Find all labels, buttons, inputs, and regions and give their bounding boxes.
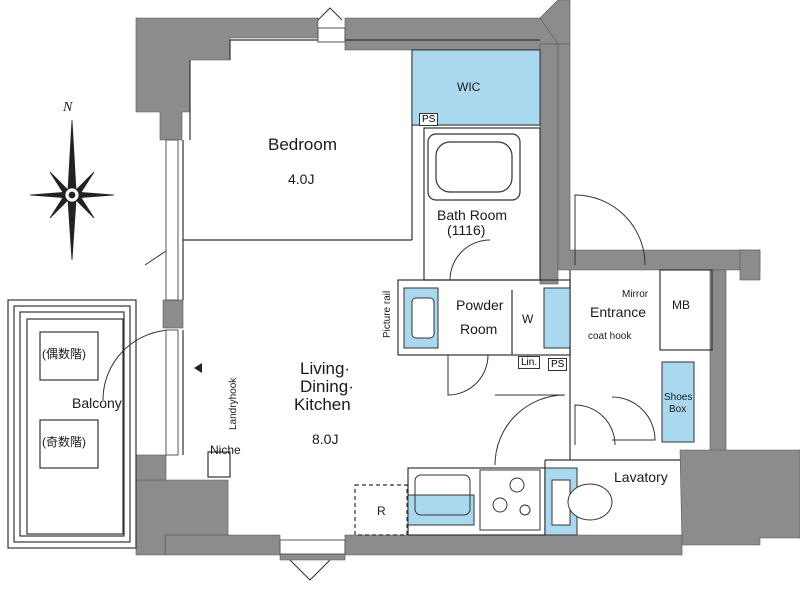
bedroom-name: Bedroom: [268, 135, 337, 154]
ldk-line2: Dining·: [300, 377, 354, 396]
powder-line2: Room: [460, 321, 498, 337]
partitions: [7, 39, 713, 549]
refrigerator-label: R: [377, 504, 386, 518]
bath-name: Bath Room: [437, 207, 508, 223]
entrance-label: Entrance: [590, 304, 647, 320]
ldk-line1: Living·: [300, 359, 351, 378]
powder-line1: Powder: [456, 297, 504, 313]
compass-icon: [29, 119, 115, 261]
balcony-label: Balcony: [72, 395, 122, 411]
ldk-line3: Kitchen: [294, 395, 351, 414]
arrow-icon: [194, 363, 202, 373]
outdoor-unit-odd: (奇数階): [42, 435, 86, 449]
fixtures: [403, 49, 695, 536]
landryhook-label: Landryhook: [228, 377, 239, 430]
coat-hook-label: coat hook: [588, 331, 632, 342]
niche-label: Niche: [210, 443, 241, 457]
toilet: [551, 479, 613, 526]
picture-rail-label: Picture rail: [382, 290, 393, 338]
mb-label: MB: [672, 298, 690, 312]
outdoor-unit-even: (偶数階): [42, 347, 86, 361]
shoes-line1: Shoes: [664, 392, 693, 403]
lavatory-label: Lavatory: [614, 469, 668, 485]
ps-mid-label: PS: [548, 358, 568, 371]
bathtub: [427, 133, 521, 201]
lin-label: Lin.: [518, 356, 541, 369]
walls: [135, 0, 800, 561]
kitchen-fixtures: [414, 469, 541, 531]
bath-model: (1116): [447, 222, 486, 238]
powder-sink: [411, 297, 435, 339]
ldk-size: 8.0J: [312, 431, 339, 447]
mirror-label: Mirror: [622, 289, 649, 300]
shoes-line2: Box: [669, 404, 687, 415]
doors: [102, 7, 656, 581]
bedroom-size: 4.0J: [288, 171, 315, 187]
windows: [165, 27, 346, 555]
ps-top-label: PS: [419, 113, 439, 126]
w-label: W: [522, 312, 534, 326]
north-label: N: [63, 100, 73, 115]
wic-label: WIC: [457, 80, 481, 94]
